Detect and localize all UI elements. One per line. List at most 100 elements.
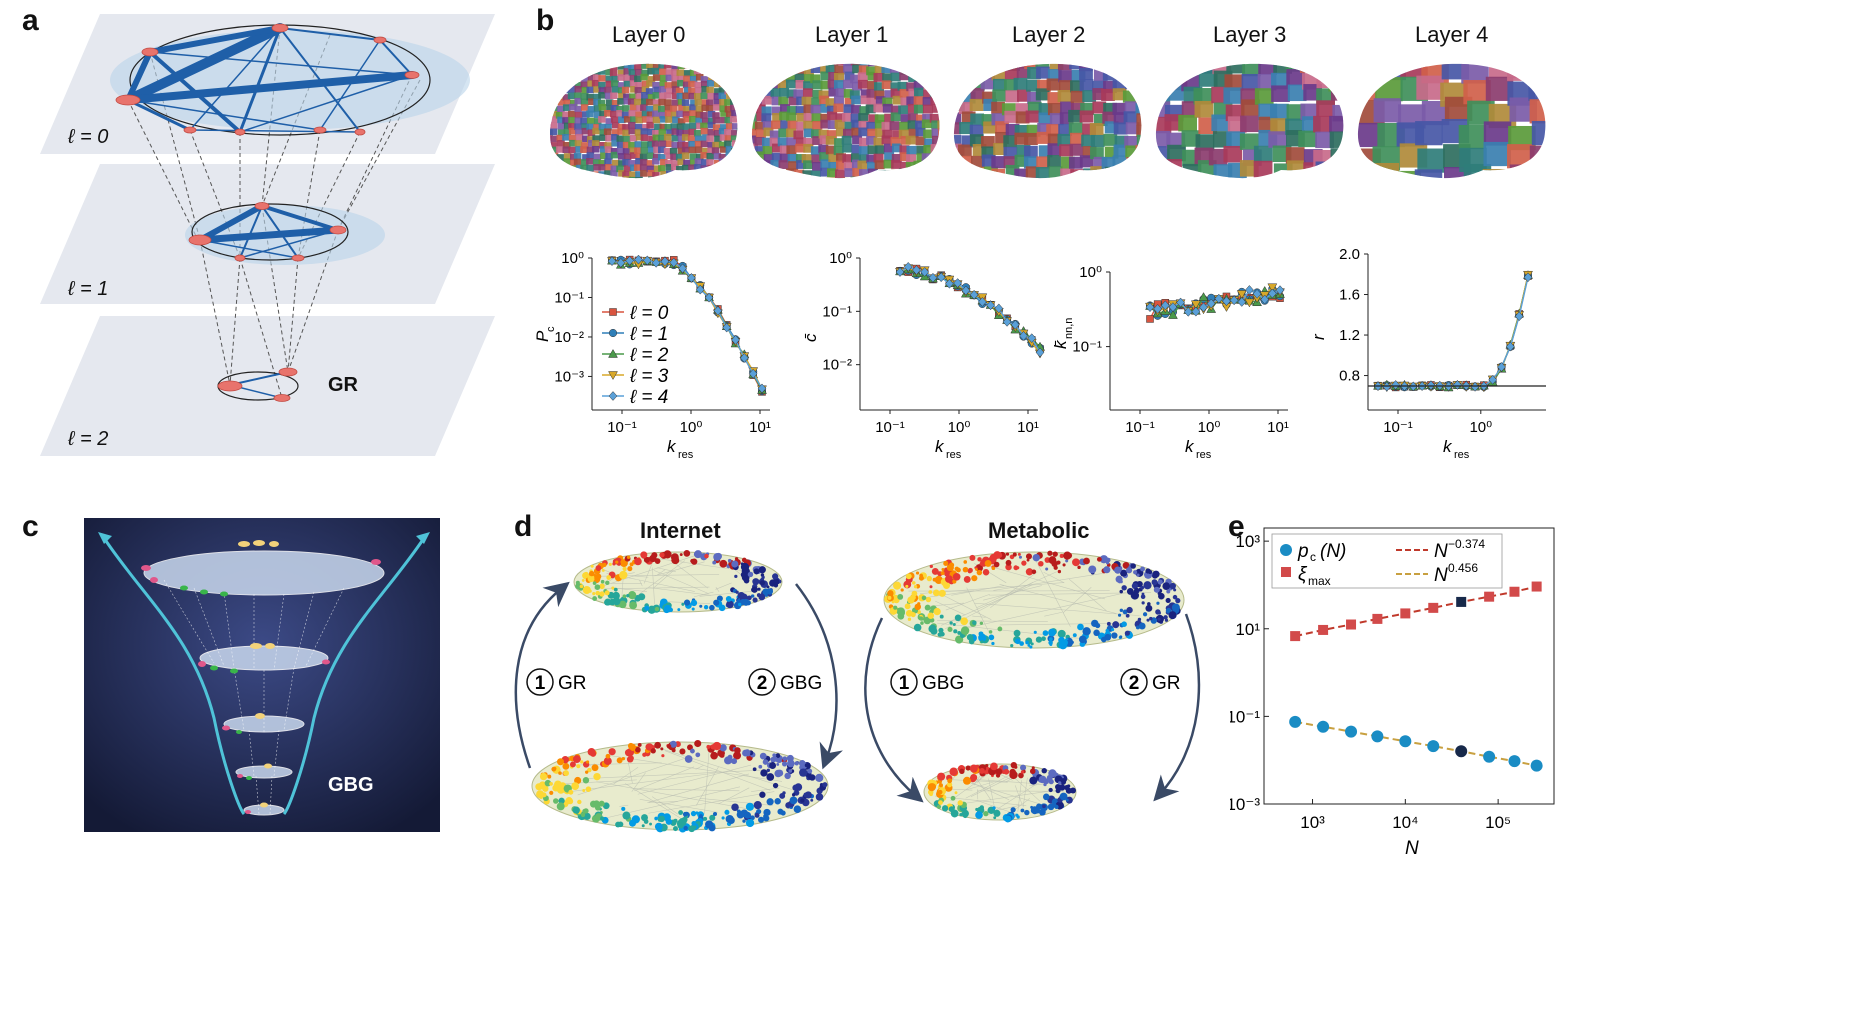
network-node bbox=[1020, 808, 1025, 813]
network-node bbox=[1057, 629, 1066, 638]
network-node bbox=[1126, 606, 1133, 614]
network-node bbox=[757, 587, 761, 591]
data-point bbox=[1514, 311, 1524, 322]
network-node bbox=[735, 590, 739, 594]
data-point bbox=[928, 272, 938, 283]
brain-parcellation-images bbox=[550, 63, 1546, 179]
network-node bbox=[626, 593, 630, 598]
network-node bbox=[1049, 643, 1053, 647]
network-node bbox=[1164, 618, 1169, 622]
network-node bbox=[583, 812, 591, 820]
network-edge bbox=[935, 795, 1027, 806]
x-axis-label: N bbox=[1405, 838, 1419, 859]
network-node bbox=[699, 604, 703, 608]
network-node bbox=[1010, 644, 1014, 648]
plane-layer-2 bbox=[40, 316, 495, 456]
network-edge bbox=[634, 766, 695, 792]
network-node bbox=[959, 768, 965, 775]
series-line bbox=[1377, 277, 1529, 388]
network-node bbox=[638, 593, 646, 601]
network-node bbox=[984, 560, 992, 567]
network-node bbox=[929, 792, 933, 797]
data-point bbox=[1267, 283, 1278, 293]
network-node bbox=[1072, 558, 1080, 567]
network-node bbox=[979, 621, 984, 625]
step-2-right: 2 bbox=[1129, 673, 1140, 694]
x-axis-sublabel: res bbox=[1196, 449, 1212, 461]
network-node bbox=[1031, 569, 1037, 575]
network-node bbox=[661, 754, 665, 758]
network-edge bbox=[988, 778, 996, 812]
network-node bbox=[1018, 555, 1022, 559]
data-point bbox=[1289, 715, 1302, 728]
network-node bbox=[725, 814, 734, 824]
network-edge bbox=[965, 778, 1040, 785]
network-node bbox=[709, 814, 716, 821]
network-node bbox=[590, 800, 598, 808]
data-point bbox=[1509, 586, 1520, 597]
network-edge bbox=[937, 620, 1048, 622]
network-node bbox=[579, 584, 584, 589]
network-node bbox=[1078, 635, 1087, 644]
network-node bbox=[921, 595, 927, 601]
panel-label-d: d bbox=[514, 510, 533, 543]
network-node bbox=[907, 617, 912, 621]
network-node bbox=[542, 785, 549, 792]
network-node bbox=[724, 809, 730, 815]
network-node bbox=[1029, 645, 1033, 649]
network-node bbox=[719, 559, 728, 568]
network-node bbox=[1140, 585, 1145, 590]
brain-title-2: Layer 2 bbox=[1012, 22, 1086, 47]
network-node bbox=[1124, 630, 1130, 636]
data-point bbox=[1508, 755, 1521, 768]
network-node bbox=[789, 796, 798, 805]
network-node bbox=[948, 806, 955, 813]
network-node bbox=[624, 749, 633, 757]
network-node bbox=[1049, 637, 1053, 641]
x-axis-label: k bbox=[935, 437, 945, 456]
network-node bbox=[1151, 579, 1158, 586]
y-axis-sublabel: nn,n bbox=[1063, 318, 1075, 339]
data-point bbox=[678, 263, 687, 274]
network-node bbox=[954, 614, 962, 622]
network-node bbox=[598, 800, 605, 807]
legend-box bbox=[1271, 533, 1503, 589]
network-node bbox=[1010, 807, 1016, 813]
data-point bbox=[895, 267, 905, 277]
network-node bbox=[654, 822, 663, 831]
network-node bbox=[1020, 770, 1025, 774]
network-node bbox=[552, 784, 560, 792]
network-node bbox=[745, 818, 755, 828]
network-node bbox=[788, 759, 794, 765]
network-node bbox=[1172, 594, 1178, 600]
network-node bbox=[995, 768, 1003, 776]
network-node bbox=[650, 748, 656, 754]
network-node bbox=[593, 772, 601, 781]
y-tick-label: 10⁰ bbox=[1079, 264, 1102, 281]
network-node bbox=[937, 772, 946, 781]
network-node bbox=[1138, 622, 1146, 630]
network-node bbox=[574, 776, 582, 785]
network-node bbox=[1005, 552, 1010, 556]
data-point bbox=[1345, 725, 1358, 738]
series-3 bbox=[1373, 270, 1533, 393]
network-node bbox=[1065, 798, 1069, 802]
y-axis-label: c̄ bbox=[801, 333, 820, 342]
network-node bbox=[1025, 640, 1029, 645]
network-node bbox=[978, 631, 984, 637]
y-tick-label: 10⁻¹ bbox=[822, 303, 852, 320]
network-node bbox=[932, 589, 940, 597]
series-line bbox=[1377, 275, 1529, 388]
network-node bbox=[1061, 639, 1069, 646]
network-node bbox=[772, 782, 779, 789]
network-node bbox=[794, 761, 799, 766]
network-node bbox=[628, 755, 634, 761]
network-node bbox=[774, 798, 781, 805]
network-node bbox=[687, 744, 693, 751]
network-node bbox=[724, 756, 733, 765]
network-node bbox=[1147, 602, 1151, 606]
network-node bbox=[1131, 582, 1139, 590]
network-node bbox=[1149, 616, 1153, 621]
network-edge bbox=[970, 782, 1043, 805]
